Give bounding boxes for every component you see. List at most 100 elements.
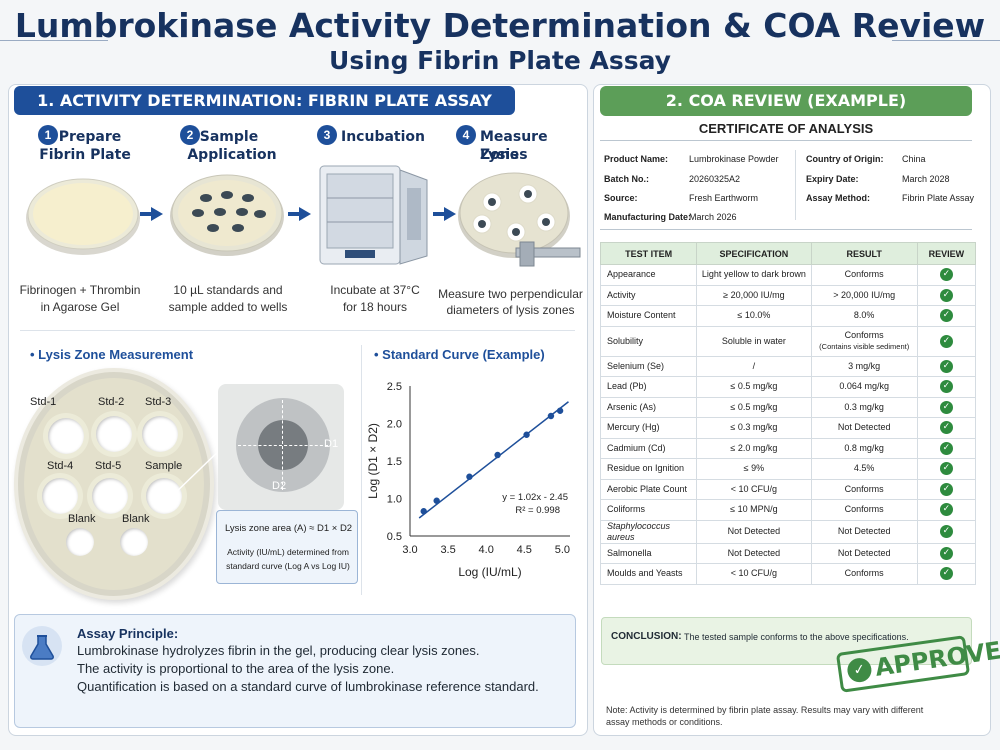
- result: 0.3 mg/kg: [810, 396, 918, 418]
- flow-arrow-icon: [299, 207, 311, 221]
- test-item: Salmonella: [599, 542, 698, 564]
- fit-equation: y = 1.02x - 2.45: [502, 492, 568, 503]
- step-3-caption-2: for 18 hours: [342, 300, 408, 314]
- check-icon: ✓: [939, 380, 953, 394]
- well-std3: [142, 416, 178, 452]
- step-1-caption-2: in Agarose Gel: [40, 300, 120, 314]
- data-point: [556, 407, 564, 414]
- x-tick-label: 3.5: [440, 544, 455, 556]
- principle-heading: Assay Principle:: [77, 626, 179, 641]
- sample-plate-image: [170, 174, 284, 256]
- data-point: [547, 412, 555, 420]
- review-cell: ✓: [916, 264, 977, 286]
- title-rule-right: [892, 40, 1000, 41]
- specification: ≤ 2.0 mg/kg: [696, 437, 812, 459]
- principle-line2: The activity is proportional to the area…: [77, 661, 395, 676]
- step-2-caption-1: 10 µL standards and: [173, 283, 283, 297]
- test-item: Lead (Pb): [599, 376, 698, 398]
- step-title-line1: Incubation: [341, 129, 425, 145]
- result: Not Detected: [810, 542, 918, 564]
- coa-table: TEST ITEM SPECIFICATION RESULT REVIEW Ap…: [599, 242, 977, 585]
- specification: ≤ 10 MPN/g: [696, 499, 812, 521]
- meta-value: Fresh Earthworm: [689, 193, 759, 203]
- principle-box: [14, 614, 576, 728]
- data-point: [420, 508, 427, 515]
- page-title: Lumbrokinase Activity Determination & CO…: [14, 6, 986, 45]
- specification: ≥ 20,000 IU/mg: [696, 284, 812, 306]
- result: 3 mg/kg: [810, 355, 918, 377]
- test-item: Mercury (Hg): [599, 417, 698, 439]
- step-2-caption-2: sample added to wells: [168, 300, 288, 314]
- footnote-line2: assay methods or conditions.: [606, 717, 723, 727]
- meta-value: March 2028: [902, 174, 950, 184]
- data-point: [494, 451, 501, 459]
- specification: ≤ 0.5 mg/kg: [696, 376, 812, 398]
- check-icon: ✓: [845, 656, 873, 684]
- specification: < 10 CFU/g: [696, 563, 812, 585]
- col-header: REVIEW: [916, 242, 977, 265]
- meta-divider: [795, 150, 796, 220]
- test-item: Activity: [599, 284, 698, 306]
- title-rule-left: [0, 40, 108, 41]
- col-header: RESULT: [810, 242, 918, 265]
- coa-title-rule: [600, 140, 972, 141]
- meta-value: Fibrin Plate Assay: [902, 193, 975, 203]
- review-cell: ✓: [916, 519, 977, 544]
- meta-value: China: [902, 154, 926, 164]
- result: Not Detected: [810, 519, 918, 544]
- check-icon: ✓: [939, 309, 953, 323]
- check-icon: ✓: [939, 567, 953, 581]
- d2-label: D2: [272, 480, 287, 492]
- specification: ≤ 10.0%: [696, 305, 812, 327]
- incubator-image: [319, 165, 428, 265]
- well-label-std4: Std-4: [47, 460, 74, 472]
- well-label-std2: Std-2: [98, 396, 125, 408]
- result: Conforms(Contains visible sediment): [810, 325, 918, 357]
- meta-label: Product Name:: [604, 154, 669, 164]
- test-item: Moisture Content: [599, 305, 698, 327]
- lysis-heading-text: Lysis Zone Measurement: [38, 347, 194, 362]
- meta-label: Source:: [604, 193, 638, 203]
- zoomed-well-box: D1 D2: [218, 384, 344, 510]
- review-cell: ✓: [916, 284, 977, 306]
- test-item: Coliforms: [599, 499, 698, 521]
- fibrin-plate-image: [26, 178, 140, 255]
- col-header: TEST ITEM: [599, 242, 698, 265]
- specification: < 10 CFU/g: [696, 478, 812, 500]
- specification: ≤ 9%: [696, 458, 812, 480]
- x-axis-label: Log (IU/mL): [458, 565, 521, 579]
- step-title-line2: Zones: [480, 147, 528, 163]
- result: 8.0%: [810, 305, 918, 327]
- review-cell: ✓: [916, 417, 977, 439]
- data-point: [433, 497, 440, 504]
- d2-line: [282, 400, 283, 490]
- flask-icon: [22, 626, 62, 666]
- data-point: [466, 473, 473, 480]
- y-tick-label: 1.0: [387, 494, 402, 506]
- check-icon: ✓: [939, 268, 953, 282]
- flow-arrow-shaft: [140, 212, 152, 216]
- d1-label: D1: [324, 438, 339, 450]
- result-value: Conforms: [844, 330, 884, 340]
- well-label-blank1: Blank: [68, 513, 96, 525]
- check-icon: ✓: [939, 359, 953, 373]
- d1-line: [238, 445, 328, 446]
- check-icon: ✓: [939, 288, 953, 302]
- x-tick-label: 4.5: [517, 544, 532, 556]
- well-label-blank2: Blank: [122, 513, 150, 525]
- review-cell: ✓: [916, 499, 977, 521]
- specification: Soluble in water: [696, 325, 812, 357]
- result: 0.064 mg/kg: [810, 376, 918, 398]
- bullet-icon: •: [374, 347, 383, 362]
- section-divider: [20, 330, 575, 331]
- check-icon: ✓: [939, 503, 953, 517]
- step-3-caption-1: Incubate at 37°C: [330, 283, 420, 297]
- check-icon: ✓: [939, 525, 953, 538]
- step-4-caption-1: Measure two perpendicular: [438, 287, 583, 301]
- formula-note-line1: Activity (IU/mL) determined from: [227, 547, 349, 557]
- conclusion-box: CONCLUSION: The tested sample conforms t…: [601, 617, 972, 665]
